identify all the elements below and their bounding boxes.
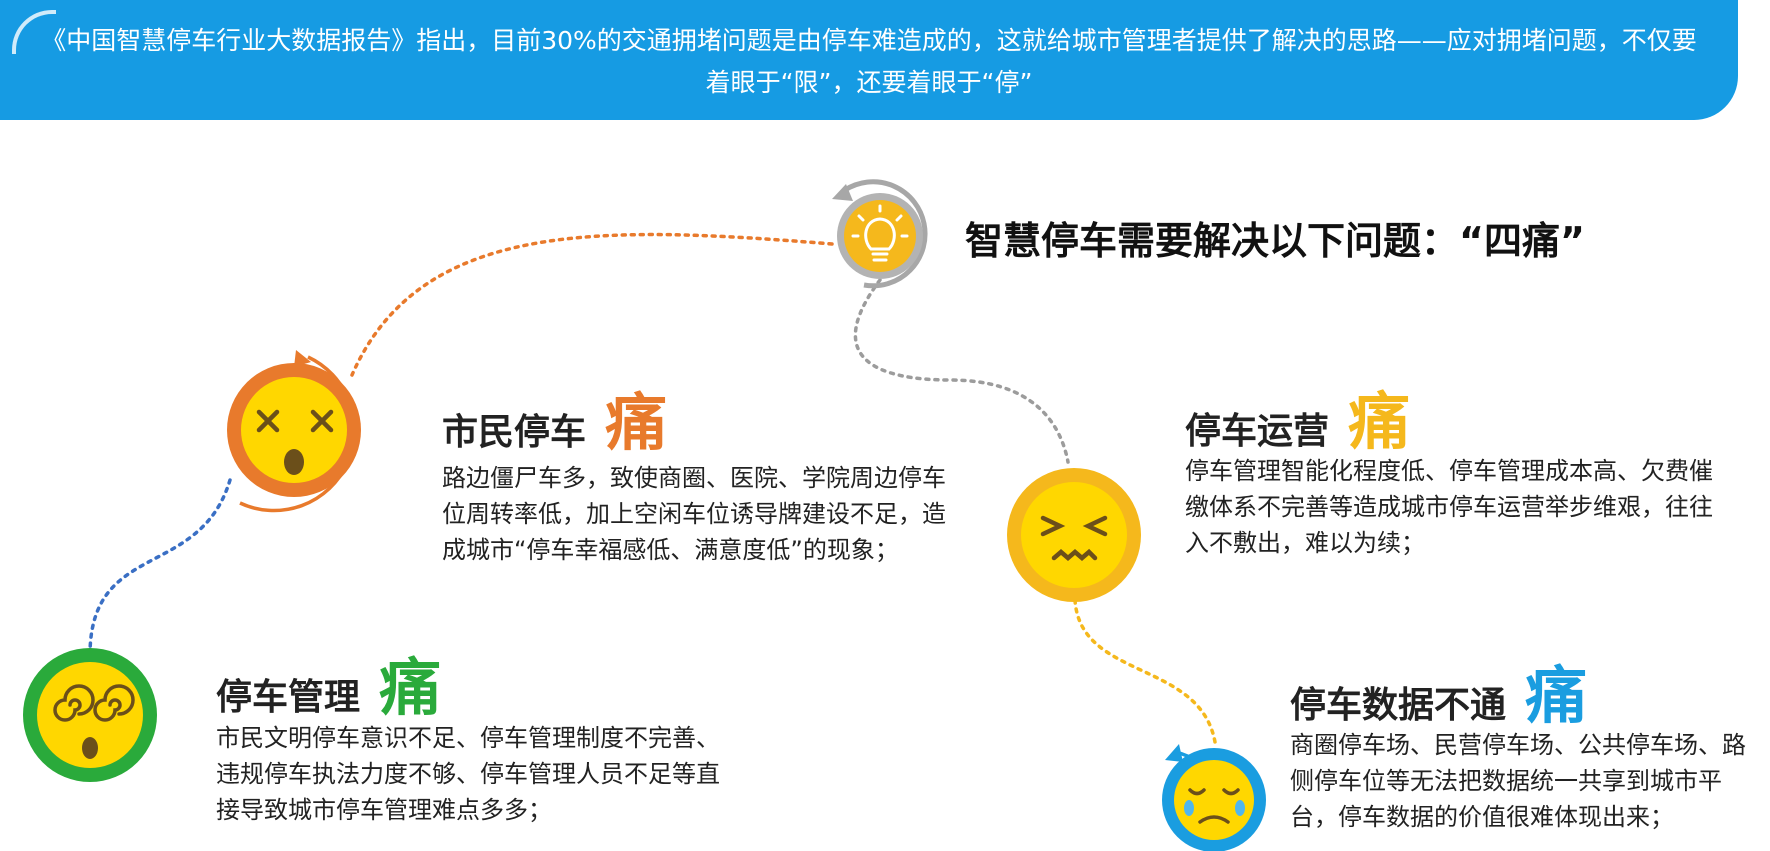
connector-operation-to-data bbox=[1073, 598, 1217, 744]
citizen-parking-pain-char: 痛 bbox=[605, 386, 668, 459]
parking-operation-title-row: 停车运营 痛 bbox=[1185, 371, 1410, 461]
parking-data-pain-char: 痛 bbox=[1525, 659, 1588, 732]
connector-bulb-to-citizen bbox=[350, 232, 834, 377]
confused-face-icon bbox=[23, 648, 157, 782]
lightbulb-node bbox=[832, 179, 928, 289]
citizen-parking-description: 路边僵尸车多，致使商圈、医院、学院周边停车位周转率低，加上空闲车位诱导牌建设不足… bbox=[442, 464, 946, 564]
parking-data-title: 停车数据不通 bbox=[1290, 685, 1507, 726]
intro-banner: 《中国智慧停车行业大数据报告》指出，目前30%的交通拥堵问题是由停车难造成的，这… bbox=[0, 0, 1738, 120]
connector-citizen-to-management bbox=[88, 478, 232, 657]
lightbulb-icon bbox=[851, 204, 909, 262]
citizen-parking-title-row: 市民停车 痛 bbox=[442, 372, 667, 462]
parking-data-title-row: 停车数据不通 痛 bbox=[1290, 645, 1587, 735]
parking-operation-pain-char: 痛 bbox=[1348, 385, 1411, 458]
grimace-face-icon bbox=[1007, 468, 1141, 602]
dizzy-face-icon bbox=[227, 350, 361, 513]
citizen-parking-title: 市民停车 bbox=[442, 412, 587, 453]
parking-management-title-row: 停车管理 痛 bbox=[216, 637, 441, 727]
main-heading: 智慧停车需要解决以下问题：“四痛” bbox=[965, 219, 1585, 263]
banner-text: 《中国智慧停车行业大数据报告》指出，目前30%的交通拥堵问题是由停车难造成的，这… bbox=[41, 26, 1697, 97]
parking-management-description: 市民文明停车意识不足、停车管理制度不完善、违规停车执法力度不够、停车管理人员不足… bbox=[216, 724, 720, 824]
parking-management-pain-char: 痛 bbox=[379, 651, 442, 724]
parking-operation-description: 停车管理智能化程度低、停车管理成本高、欠费催缴体系不完善等造成城市停车运营举步维… bbox=[1185, 457, 1713, 557]
crying-face-icon bbox=[1162, 744, 1266, 851]
parking-management-title: 停车管理 bbox=[216, 677, 361, 718]
parking-operation-title: 停车运营 bbox=[1185, 411, 1330, 452]
connector-bulb-to-operation bbox=[853, 278, 1070, 464]
parking-data-description: 商圈停车场、民营停车场、公共停车场、路侧停车位等无法把数据统一共享到城市平台，停… bbox=[1290, 731, 1746, 831]
